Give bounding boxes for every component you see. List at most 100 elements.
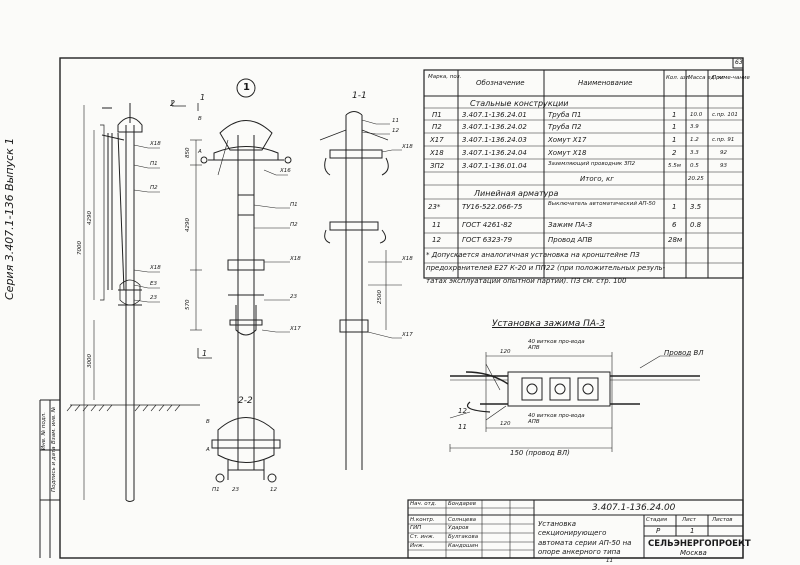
strip-label-replace: Взам. инв. № (51, 406, 57, 444)
sheets-header: Листов (712, 517, 733, 523)
cell: 0.5 (690, 163, 699, 169)
section-1-1-label: 1-1 (352, 91, 367, 101)
cell: 1 (672, 123, 677, 131)
sheet-header: Лист (682, 517, 696, 523)
tag-x16-view: Х16 (280, 168, 291, 174)
footer-mark: 11 (606, 558, 613, 564)
col-header-name: Наименование (578, 79, 633, 87)
tag-x18-section-2: Х18 (402, 256, 413, 262)
cell: Х18 (430, 149, 444, 157)
clamp-tag-11: 11 (458, 423, 467, 431)
cell: ГОСТ 6323-79 (462, 236, 513, 244)
city: Москва (680, 549, 707, 557)
tag-p1-view: П1 (290, 202, 298, 208)
dim-570: 570 (185, 299, 191, 311)
cell: Труба П1 (548, 111, 582, 119)
role-5: Инж. (410, 543, 425, 549)
cell: 10.0 (690, 112, 703, 118)
cell: Х17 (430, 136, 444, 144)
tag-x18-left: Х18 (150, 141, 161, 147)
role-4: Ст. инж. (410, 534, 435, 540)
dim-2500: 2500 (377, 290, 383, 304)
cell: Хомут Х18 (548, 149, 587, 157)
clamp-wire-vl: Провод ВЛ (664, 349, 704, 357)
cell: 6 (672, 221, 677, 229)
clamp-label-bottom: 40 витков про-вода АПВ (528, 413, 585, 425)
col-header-designation: Обозначение (476, 79, 525, 87)
cut-mark-bottom: 1 (202, 349, 208, 358)
drawing-code: 3.407.1-136.24.00 (592, 503, 676, 513)
cell: Труба П2 (548, 123, 582, 131)
tag-x18-section: Х18 (402, 144, 413, 150)
cell: с.пр. 91 (712, 137, 735, 143)
role-2: Н.контр. (410, 517, 435, 523)
cell: 5.5м (668, 163, 681, 169)
clamp-label-top: 40 витков про-вода АПВ (528, 339, 585, 351)
cut-mark-2: 2 (170, 99, 176, 108)
drawing-title: Установка секционирующего автомата серии… (538, 520, 632, 557)
dim-4290-view: 4290 (185, 218, 191, 232)
cell: с.пр. 101 (712, 112, 738, 118)
cell: 1 (672, 136, 677, 144)
cell: 1 (672, 111, 677, 119)
cell: 3.407.1-136.24.04 (462, 149, 527, 157)
role-1: Нач. отд. (410, 501, 437, 507)
cell: 1 (672, 203, 677, 211)
name-5: Кандошин (448, 543, 479, 549)
note-line-1: * Допускается аналогичная установка на к… (426, 251, 640, 259)
section-fittings: Линейная арматура (474, 189, 559, 198)
note-line-3: татах эксплуатации опытной партии). ПЗ с… (426, 277, 627, 285)
clamp-tag-12: 12 (458, 407, 467, 415)
col-header-note: Приме-чание (712, 75, 750, 81)
col-header-qty: Кол. шт. (666, 75, 691, 81)
col-header-mark: Марка, поз. (428, 74, 462, 80)
tag-p1-left: П1 (150, 161, 158, 167)
clamp-dim-total: 150 (провод ВЛ) (510, 449, 570, 457)
cell: 3.5 (690, 203, 702, 211)
tag-b-22: В (206, 419, 210, 425)
cell: 93 (720, 163, 727, 169)
dim-7000: 7000 (77, 241, 83, 255)
name-4: Булгакова (448, 534, 479, 540)
cell: 0.8 (690, 221, 702, 229)
tag-x17-section: Х17 (402, 332, 413, 338)
cell: 3.407.1-136.24.02 (462, 123, 527, 131)
role-3: ГИП (410, 525, 422, 531)
stage-header: Стадия (646, 517, 668, 523)
name-1: Бондарев (448, 501, 477, 507)
tag-e3-left: Е3 (150, 281, 157, 287)
clamp-title: Установка зажима ПА-3 (492, 319, 606, 329)
tag-23-left: 23 (150, 295, 157, 301)
name-3: Ударов (448, 525, 469, 531)
cell: П1 (432, 111, 442, 119)
stage-value: Р (656, 527, 661, 535)
tag-12-section: 12 (392, 128, 399, 134)
tag-p2-left: П2 (150, 185, 158, 191)
cell: П2 (432, 123, 442, 131)
cell: 28м (668, 236, 683, 244)
tag-a-22: А (206, 447, 210, 453)
total-value: 20.25 (688, 176, 704, 182)
sheet-number: 63 (735, 59, 743, 66)
cell: ТУ16-522.066-75 (462, 203, 523, 211)
cell: 3.407.1-136.01.04 (462, 162, 527, 170)
series-caption: Серия 3.407.1-136 Выпуск 1 (3, 137, 16, 300)
cell: Провод АПВ (548, 236, 593, 244)
cell: Выключатель автоматический АП-50 (548, 201, 656, 207)
cell: 23* (428, 203, 441, 211)
tag-23-22: 23 (232, 487, 239, 493)
strip-label-inv: Инв. № подл. (41, 412, 47, 450)
cell: 2 (672, 149, 677, 157)
tag-12-22: 12 (270, 487, 277, 493)
dim-850: 850 (185, 147, 191, 159)
tag-p2-view: П2 (290, 222, 298, 228)
name-2: Солнцева (448, 517, 477, 523)
cell: 3.407.1-136.24.03 (462, 136, 527, 144)
cell: 3.3 (690, 150, 699, 156)
cut-mark-1: 1 (200, 93, 206, 102)
sheet-value: 1 (690, 527, 695, 535)
cell: ГОСТ 4261-82 (462, 221, 513, 229)
tag-p1-22: П1 (212, 487, 220, 493)
col-header-mass: Масса ед. кг (688, 75, 725, 81)
